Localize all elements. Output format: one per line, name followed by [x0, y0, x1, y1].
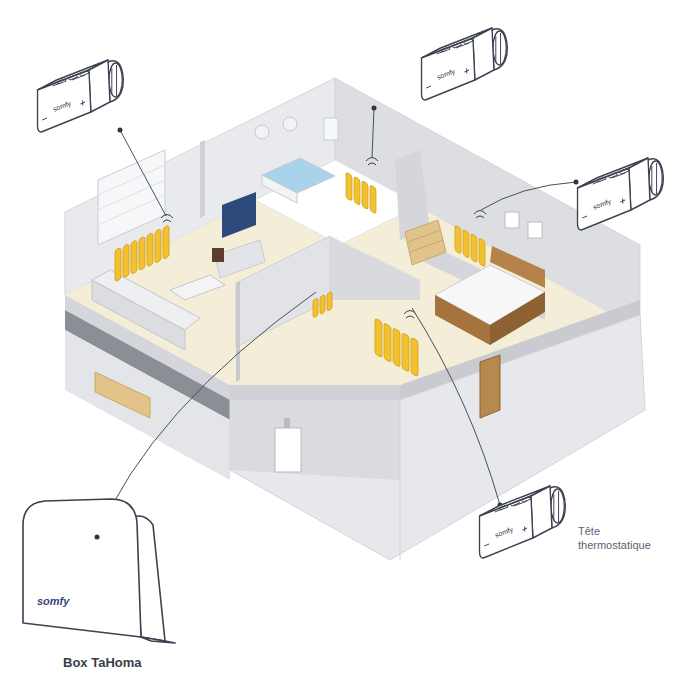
hub-box: somfyBox TaHoma [15, 495, 190, 680]
device-name: Box TaHoma [63, 655, 142, 670]
brand-logo: somfy [37, 595, 69, 607]
callout-label: Tête thermostatique [578, 524, 670, 552]
device-outline [28, 50, 128, 135]
device-outline [568, 148, 668, 233]
thermostatic-head: somfy [28, 50, 128, 135]
thermostatic-head: somfy [568, 148, 668, 233]
thermostatic-head: somfy [470, 476, 570, 561]
thermostatic-head: somfy [412, 18, 512, 103]
device-outline [412, 18, 512, 103]
device-outline [470, 476, 570, 561]
box-outline [15, 495, 190, 645]
